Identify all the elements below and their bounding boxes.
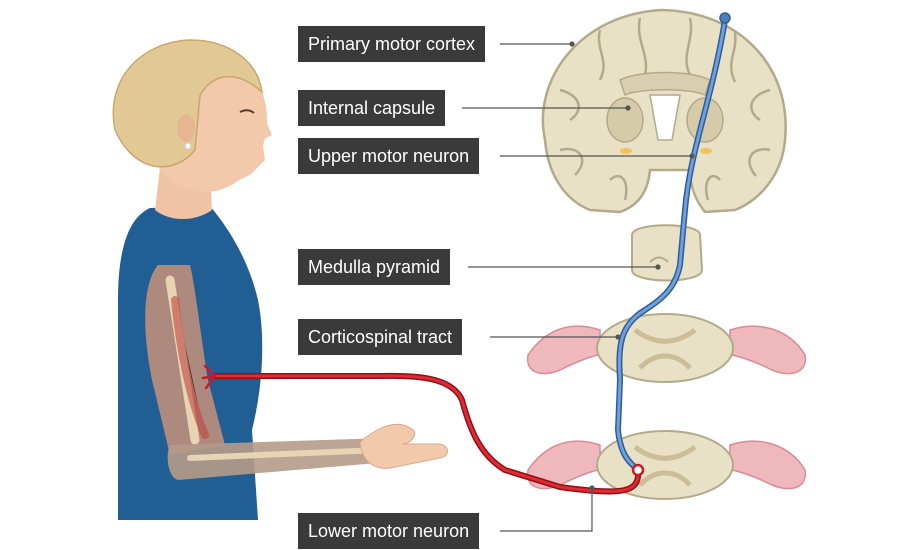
face-profile — [215, 95, 272, 190]
leader-lines — [462, 41, 695, 532]
upper-motor-neuron-highlight — [616, 18, 727, 470]
upper-neuron-soma — [719, 12, 731, 24]
forearm — [167, 438, 390, 480]
spinal-cord-section-upper — [526, 313, 807, 383]
gray-matter-upper — [633, 327, 697, 370]
cord-lower — [596, 430, 734, 500]
cord-upper — [596, 313, 734, 383]
medulla-pyramid-shape — [649, 256, 669, 263]
earring — [184, 142, 192, 150]
hair — [112, 39, 264, 168]
person-figure — [112, 39, 448, 520]
hand — [359, 423, 448, 469]
label-lower-motor-neuron: Lower motor neuron — [298, 513, 480, 549]
label-medulla-pyramid: Medulla pyramid — [298, 249, 451, 285]
basal-ganglia-left — [606, 97, 644, 143]
label-internal-capsule: Internal capsule — [298, 90, 446, 126]
lower-motor-neuron-highlight — [213, 374, 640, 493]
nerve-root-left-lower — [526, 440, 601, 490]
brain-gyri — [559, 17, 771, 201]
ear — [177, 114, 195, 142]
brain-coronal-section — [541, 8, 787, 214]
medulla-outline — [631, 224, 704, 282]
label-upper-motor-neuron: Upper motor neuron — [298, 138, 480, 174]
spinal-cord-section-lower — [526, 430, 807, 500]
neuromuscular-junction — [201, 364, 217, 390]
lower-neuron-soma — [631, 463, 645, 477]
nerve-root-left-upper — [526, 325, 601, 375]
eye — [239, 109, 255, 114]
nerve-root-right-lower — [729, 440, 807, 490]
marker-right — [700, 148, 712, 154]
label-primary-motor-cortex: Primary motor cortex — [298, 26, 486, 62]
nerve-root-right-upper — [729, 325, 807, 375]
marker-left — [620, 148, 632, 154]
ventricle — [649, 94, 681, 141]
biceps-muscle — [171, 296, 209, 439]
corpus-callosum — [619, 71, 711, 97]
medulla-section — [631, 224, 704, 282]
gray-matter-lower — [633, 444, 697, 487]
label-corticospinal-tract: Corticospinal tract — [298, 319, 463, 355]
ulna — [187, 447, 383, 461]
